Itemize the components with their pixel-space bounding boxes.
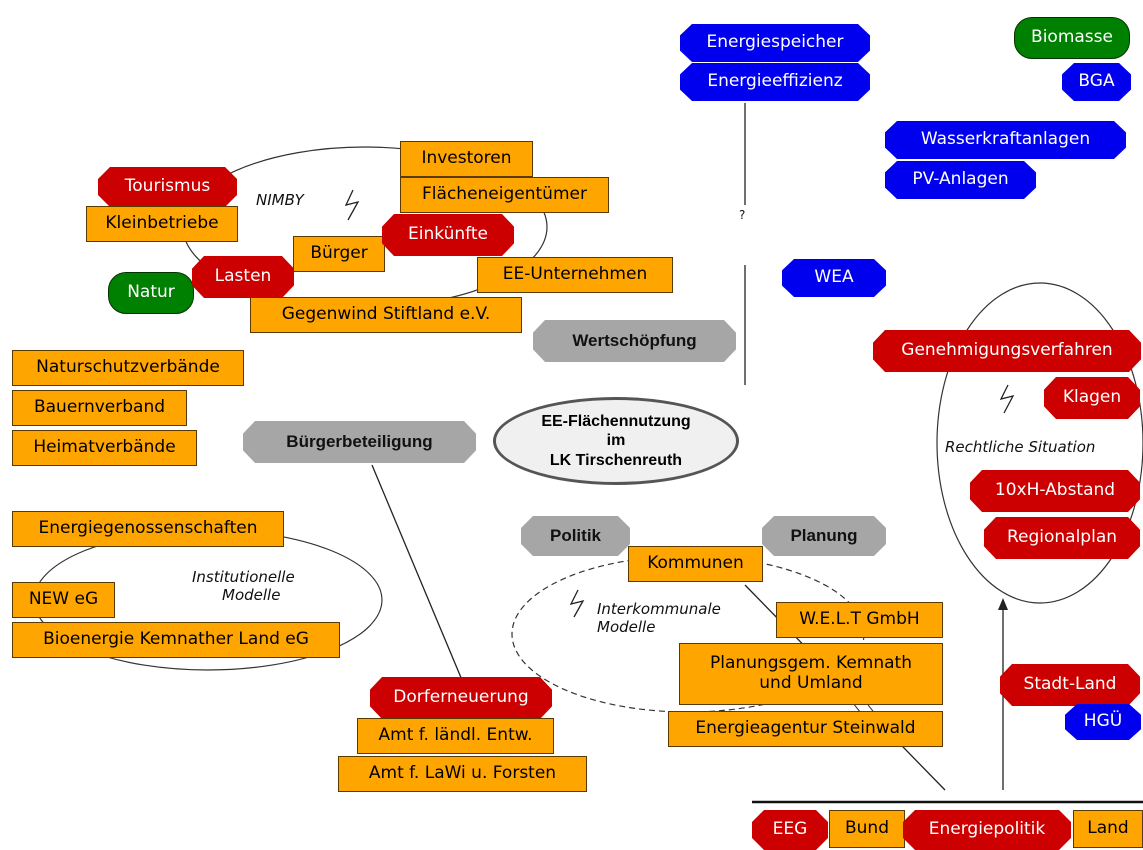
node-investoren: Investoren [400, 141, 533, 177]
node-energieagentur: Energieagentur Steinwald [668, 711, 943, 747]
node-kommunen: Kommunen [628, 546, 763, 582]
label-institutionelle-line-2: Modelle [222, 586, 281, 604]
node-kleinbetriebe: Kleinbetriebe [86, 206, 238, 242]
node-wea: WEA [782, 259, 886, 297]
node-wasserkraft: Wasserkraftanlagen [885, 121, 1126, 159]
node-10xh-abstand: 10xH-Abstand [970, 470, 1140, 512]
label-interkommunale-modelle: Interkommunale Modelle [597, 600, 721, 636]
node-energiegenossenschaften: Energiegenossenschaften [12, 511, 284, 547]
label-institutionelle-line-1: Institutionelle [192, 568, 295, 586]
node-planungsgemeinschaft-line-1: Planungsgem. Kemnath [710, 653, 912, 674]
node-stadt-land: Stadt-Land [1000, 664, 1140, 706]
lightning-icon [344, 189, 360, 221]
question-mark: ? [739, 208, 746, 222]
node-bauernverband: Bauernverband [12, 390, 187, 426]
node-amt-lawi: Amt f. LaWi u. Forsten [338, 756, 587, 792]
node-einkuenfte: Einkünfte [382, 214, 514, 256]
central-topic-line-1: EE-Flächennutzung [541, 413, 691, 431]
node-biomasse: Biomasse [1014, 17, 1130, 59]
lightning-icon [569, 589, 585, 618]
node-energiespeicher: Energiespeicher [680, 24, 870, 62]
label-interkommunale-line-1: Interkommunale [597, 600, 721, 618]
hub-planung: Planung [762, 516, 886, 556]
node-regionalplan: Regionalplan [984, 517, 1140, 559]
node-heimatverbaende: Heimatverbände [12, 430, 197, 466]
node-bga: BGA [1062, 63, 1131, 101]
node-buerger: Bürger [293, 236, 385, 272]
hub-politik: Politik [521, 516, 630, 556]
central-topic: EE-Flächennutzung im LK Tirschenreuth [493, 397, 739, 485]
node-planungsgemeinschaft: Planungsgem. Kemnath und Umland [679, 643, 943, 705]
node-planungsgemeinschaft-line-2: und Umland [759, 673, 863, 693]
node-natur: Natur [108, 272, 194, 314]
central-topic-line-3: LK Tirschenreuth [549, 451, 683, 469]
node-genehmigungsverfahren: Genehmigungsverfahren [873, 330, 1141, 372]
node-land: Land [1073, 810, 1143, 848]
node-amt-laendl: Amt f. ländl. Entw. [357, 718, 554, 754]
node-energieeffizienz: Energieeffizienz [680, 63, 870, 101]
hub-wertschoepfung: Wertschöpfung [533, 320, 736, 362]
label-rechtliche-situation: Rechtliche Situation [945, 438, 1096, 456]
arrow-head [998, 598, 1008, 610]
node-ee-unternehmen: EE-Unternehmen [477, 257, 673, 293]
node-bioenergie: Bioenergie Kemnather Land eG [12, 622, 340, 658]
label-interkommunale-line-2: Modelle [597, 618, 656, 636]
node-energiepolitik: Energiepolitik [903, 810, 1071, 850]
participation-connector [371, 464, 463, 681]
node-dorferneuerung: Dorferneuerung [370, 677, 552, 719]
legal-ellipse [936, 282, 1143, 604]
node-pv-anlagen: PV-Anlagen [885, 161, 1036, 199]
node-gegenwind: Gegenwind Stiftland e.V. [250, 297, 522, 333]
central-topic-line-2: im [606, 432, 626, 450]
node-naturschutzverbaende: Naturschutzverbände [12, 350, 244, 386]
node-eeg: EEG [752, 810, 828, 850]
node-tourismus: Tourismus [98, 167, 237, 207]
node-bund: Bund [829, 810, 905, 848]
label-institutionelle-modelle: Institutionelle Modelle [192, 568, 295, 604]
lightning-icon [999, 384, 1015, 414]
node-welt-gmbh: W.E.L.T GmbH [776, 602, 943, 638]
hub-buergerbeteiligung: Bürgerbeteiligung [243, 421, 476, 463]
node-lasten: Lasten [192, 256, 294, 298]
node-klagen: Klagen [1044, 377, 1140, 419]
node-hgue: HGÜ [1065, 704, 1141, 740]
node-flaecheneigentuemer: Flächeneigentümer [400, 177, 609, 213]
node-new-eg: NEW eG [12, 582, 115, 618]
label-nimby: NIMBY [256, 191, 304, 209]
